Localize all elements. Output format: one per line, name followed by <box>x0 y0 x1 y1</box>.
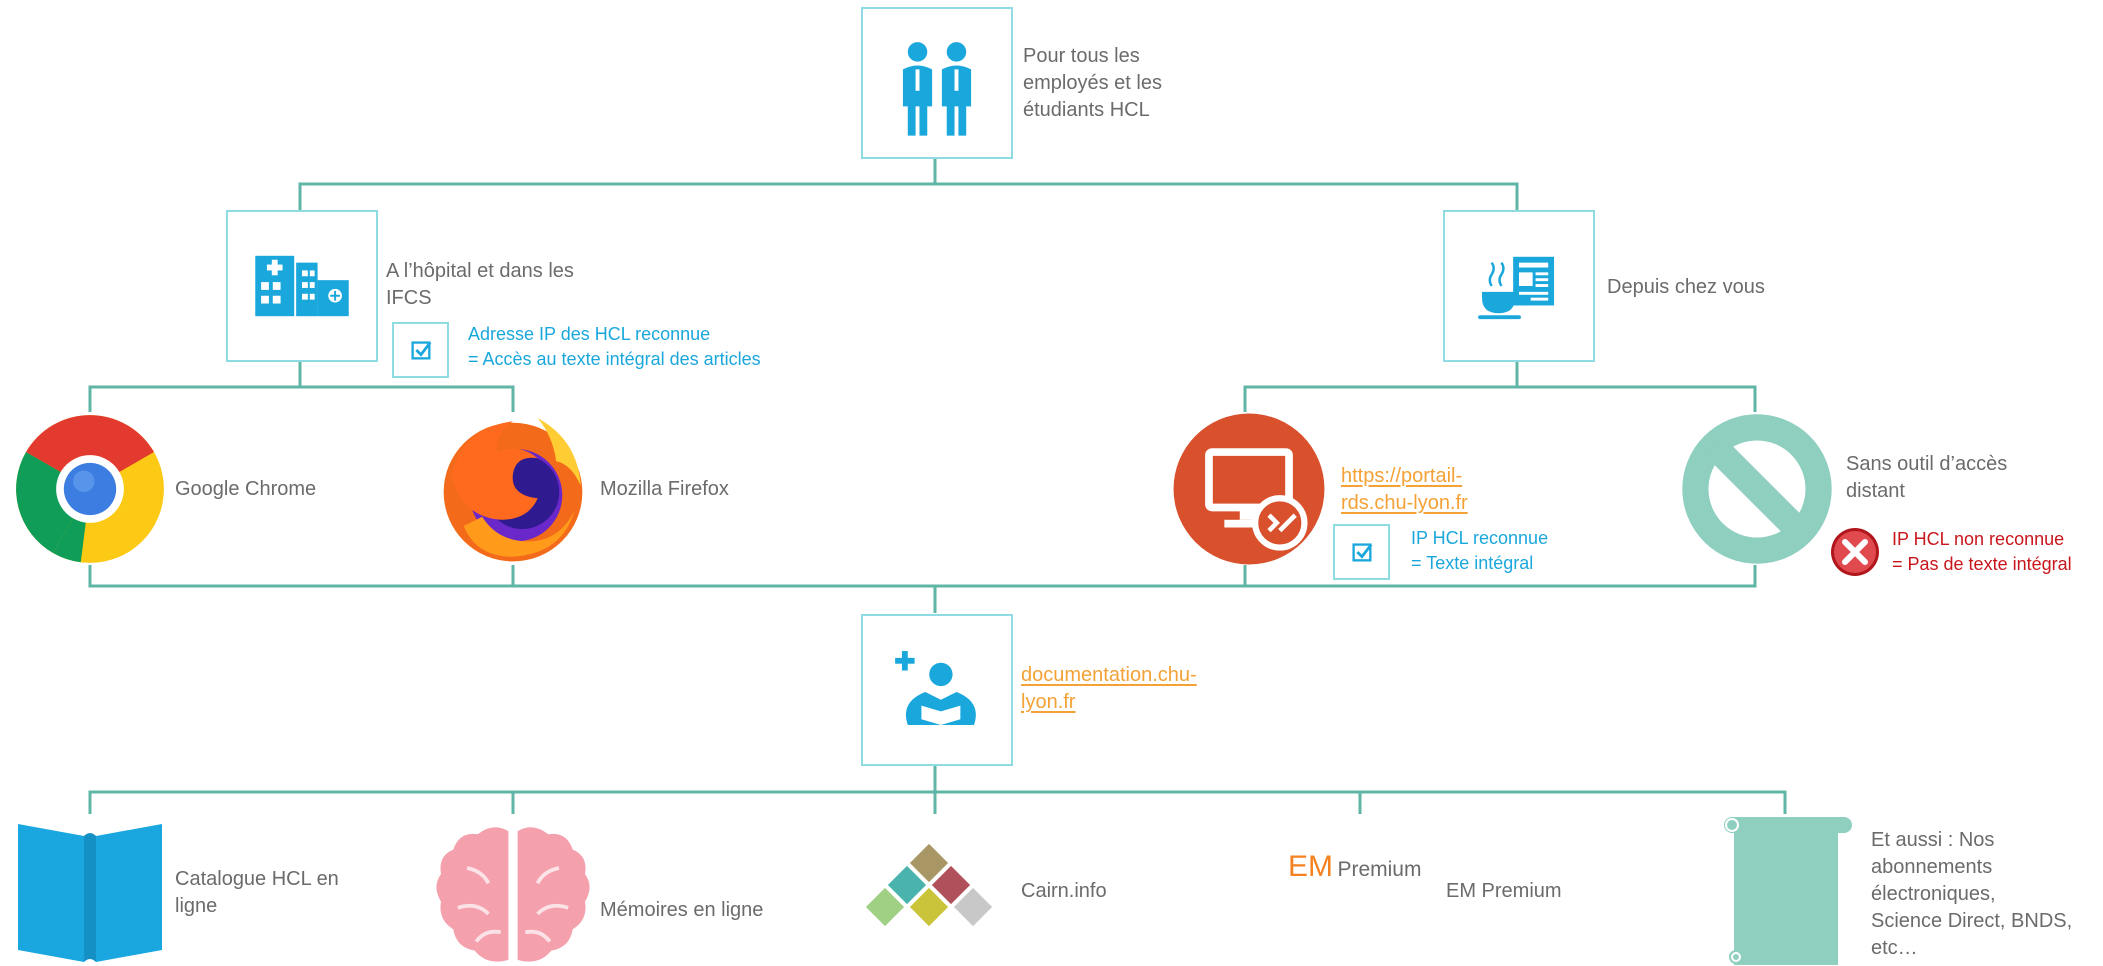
doctors-icon <box>902 42 972 136</box>
root-node-box <box>861 7 1013 159</box>
cairn-diamond-icon[interactable] <box>861 840 1015 960</box>
em-logo-word: Premium <box>1337 858 1422 881</box>
hospital-icon <box>255 255 349 317</box>
prohibited-icon <box>1680 412 1834 566</box>
error-x-icon <box>1829 526 1881 578</box>
firefox-logo-icon[interactable] <box>436 412 590 566</box>
em-logo-mark: EM <box>1288 850 1333 883</box>
remote-check-line1: IP HCL reconnue <box>1411 528 1549 548</box>
reader-icon <box>895 651 976 726</box>
remote-link[interactable]: https://portail- rds.chu-lyon.fr <box>1341 465 1468 514</box>
em-label: EM Premium <box>1446 880 1562 902</box>
home-node-box <box>1443 210 1595 362</box>
brain-icon[interactable] <box>436 822 590 966</box>
hospital-node-box <box>226 210 378 362</box>
other-resources-label: Et aussi : Nos abonnements électroniques… <box>1871 829 2073 959</box>
noaccess-line1: IP HCL non reconnue <box>1892 529 2065 549</box>
firefox-label: Mozilla Firefox <box>600 478 729 500</box>
remote-desktop-icon[interactable] <box>1172 412 1326 566</box>
hospital-label: A l’hôpital et dans les IFCS <box>386 260 574 309</box>
cairn-label: Cairn.info <box>1021 880 1107 902</box>
catalogue-label: Catalogue HCL en ligne <box>175 868 339 917</box>
em-premium-logo[interactable]: EM Premium <box>1288 850 1421 884</box>
chrome-label: Google Chrome <box>175 478 317 500</box>
open-book-icon[interactable] <box>13 815 167 965</box>
root-label: Pour tous les employés et les étudiants … <box>1023 45 1162 121</box>
memoires-label: Mémoires en ligne <box>600 899 764 921</box>
remote-checkbox <box>1333 524 1390 580</box>
chrome-logo-icon[interactable] <box>13 412 167 566</box>
coffee-newspaper-icon <box>1478 256 1555 320</box>
home-label: Depuis chez vous <box>1607 276 1765 298</box>
noaccess-line2: = Pas de texte intégral <box>1892 554 2072 574</box>
scroll-icon[interactable] <box>1710 815 1864 966</box>
documentation-link[interactable]: documentation.chu- lyon.fr <box>1021 664 1197 713</box>
documentation-node-box <box>861 614 1013 766</box>
hospital-check-line1: Adresse IP des HCL reconnue <box>468 324 711 344</box>
checkbox-checked-icon <box>1352 543 1373 562</box>
remote-check-line2: = Texte intégral <box>1411 553 1534 573</box>
hospital-checkbox <box>392 322 449 378</box>
checkbox-checked-icon <box>411 341 432 360</box>
hospital-check-line2: = Accès au texte intégral des articles <box>468 349 761 369</box>
noaccess-label: Sans outil d’accès distant <box>1846 453 2008 502</box>
